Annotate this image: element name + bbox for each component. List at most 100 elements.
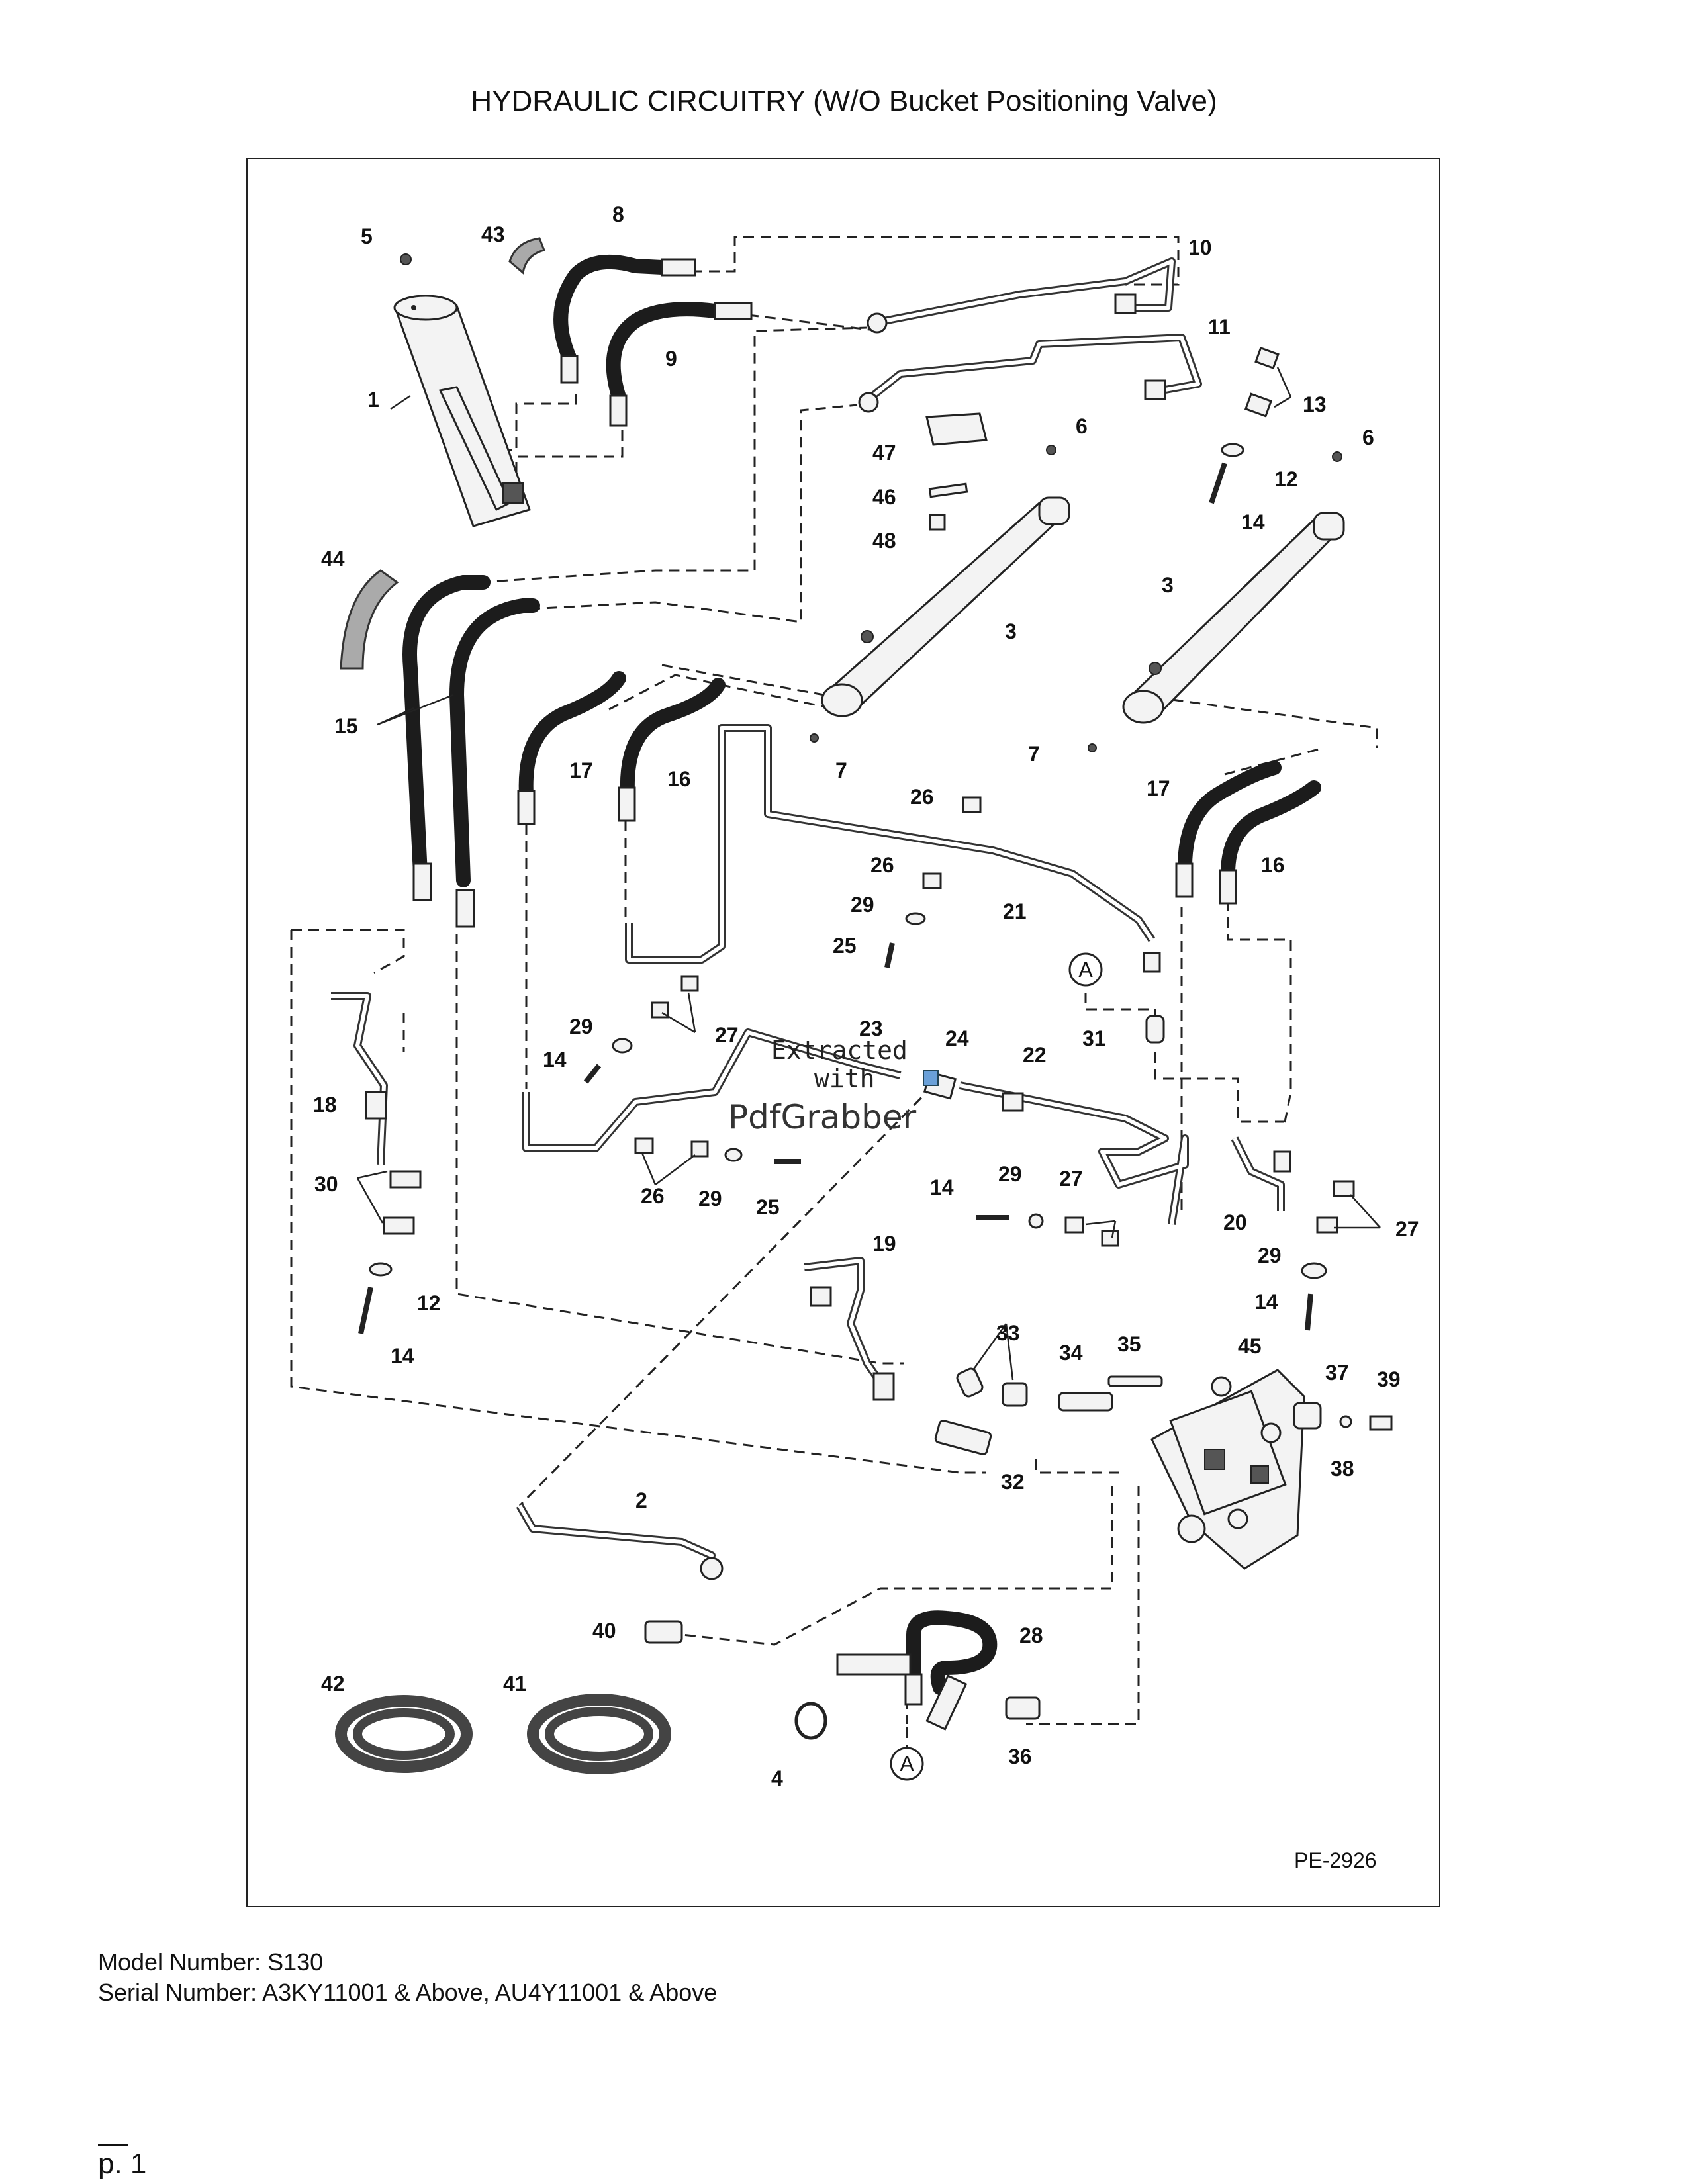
hose-part-17-left [517,671,626,825]
tube-part-22 [959,1081,1189,1225]
callout-45: 45 [1238,1334,1262,1358]
callout-14-right-mid: 14 [930,1175,954,1199]
callout-34: 34 [1059,1341,1083,1365]
tube-part-23 [522,1028,902,1152]
tube-part-20 [1231,1136,1291,1211]
callout-22: 22 [1023,1043,1047,1067]
bolt-parts-6-7 [810,445,1342,752]
callout-27-right: 27 [1395,1217,1419,1241]
callout-9: 9 [665,347,677,371]
svg-text:with: with [814,1064,875,1093]
tube-part-19 [804,1257,895,1401]
callout-17-left: 17 [569,758,593,782]
model-number: Model Number: S130 [98,1948,324,1976]
clamp-hardware-part-27-29-14-right [1301,1180,1355,1331]
callout-26-mid: 26 [870,853,894,877]
callout-6-right: 6 [1362,426,1374,449]
callout-11: 11 [1208,315,1231,339]
callout-25-lower: 25 [756,1195,780,1219]
hose-part-28 [836,1610,998,1731]
callout-10: 10 [1188,236,1212,259]
callout-29-lower: 29 [698,1187,722,1210]
callout-14-lower: 14 [391,1344,414,1368]
hose-guard-part-44 [340,569,399,670]
callout-27-right-mid: 27 [1059,1167,1083,1191]
control-valve-assembly [1150,1369,1305,1570]
callout-4: 4 [771,1766,783,1790]
callout-29-right: 29 [1258,1244,1282,1267]
bolt-part-14-upper [1209,462,1227,504]
clamp-hardware-part-26-29-25-top [884,796,982,968]
lift-cylinder-part-3-right [1122,512,1345,724]
callout-14-upper: 14 [1241,510,1265,534]
page-divider [98,2144,128,2146]
callout-16-right: 16 [1261,853,1285,877]
callout-42: 42 [321,1672,345,1696]
hose-part-16-left [618,678,726,822]
tube-part-18 [331,992,388,1165]
callout-44: 44 [321,547,345,570]
callout-47: 47 [872,441,896,465]
bolt-part-5 [400,253,412,265]
callout-13: 13 [1303,392,1327,416]
callout-8: 8 [612,203,624,226]
callout-25-top: 25 [833,934,857,958]
callout-32: 32 [1001,1470,1025,1494]
tube-part-11 [858,334,1202,413]
callout-21: 21 [1003,899,1027,923]
reference-mark-a-upper: A [1068,952,1103,987]
hose-guard-coil-part-42 [335,1695,473,1773]
hose-part-9 [606,302,753,427]
clamp-hardware-part-26-29-25-mid [634,1137,801,1164]
cylinder-part-1 [393,295,531,527]
callout-26-lower: 26 [641,1184,665,1208]
valve-fittings-parts-32-40 [934,1367,1393,1455]
leader-lines [356,367,1381,1381]
callout-48: 48 [872,529,896,553]
clamp-part-4 [794,1702,827,1740]
pdfgrabber-watermark: Extracted with PdfGrabber [728,1036,939,1136]
tube-part-10 [866,257,1176,334]
fitting-part-40 [644,1620,683,1644]
callout-20: 20 [1223,1210,1247,1234]
hose-part-17-right [1175,760,1282,898]
hose-part-15 [402,575,540,928]
callout-12-lower: 12 [417,1291,441,1315]
svg-text:Extracted: Extracted [771,1036,908,1065]
callout-23: 23 [859,1017,883,1040]
hose-guard-part-43 [508,237,546,275]
spacer-part-48 [929,514,946,531]
tube-part-21 [625,724,1161,973]
callout-19: 19 [872,1232,896,1255]
page-title: HYDRAULIC CIRCUITRY (W/O Bucket Position… [471,85,1217,117]
fitting-part-31 [1145,1015,1165,1044]
callout-26-top: 26 [910,785,934,809]
diagram-frame [246,158,1440,1907]
callout-35: 35 [1117,1332,1141,1356]
callout-16-left: 16 [667,767,691,791]
callout-31: 31 [1082,1026,1106,1050]
callout-6-left: 6 [1076,414,1088,438]
callout-17-right: 17 [1147,776,1170,800]
hose-guard-coil-part-41 [527,1694,671,1774]
svg-text:A: A [1078,958,1093,981]
plate-part-46 [928,482,968,498]
callout-2: 2 [635,1488,647,1512]
hose-part-16-right [1219,780,1321,905]
washer-part-12-upper [1221,443,1244,457]
callout-3-right: 3 [1162,573,1174,597]
callout-46: 46 [872,485,896,509]
callout-7-left: 7 [835,758,847,782]
callout-41: 41 [503,1672,527,1696]
callout-30: 30 [314,1172,338,1196]
svg-text:A: A [900,1752,914,1776]
callout-14-mid: 14 [543,1048,567,1071]
callout-36: 36 [1008,1745,1032,1768]
callout-18: 18 [313,1093,337,1116]
callout-38: 38 [1331,1457,1354,1480]
callout-7-right: 7 [1028,742,1040,766]
svg-text:PdfGrabber: PdfGrabber [728,1098,917,1136]
bracket-part-47 [925,412,988,446]
callout-labels: 5 43 8 9 1 10 11 13 6 6 12 14 47 46 48 4… [313,203,1419,1790]
